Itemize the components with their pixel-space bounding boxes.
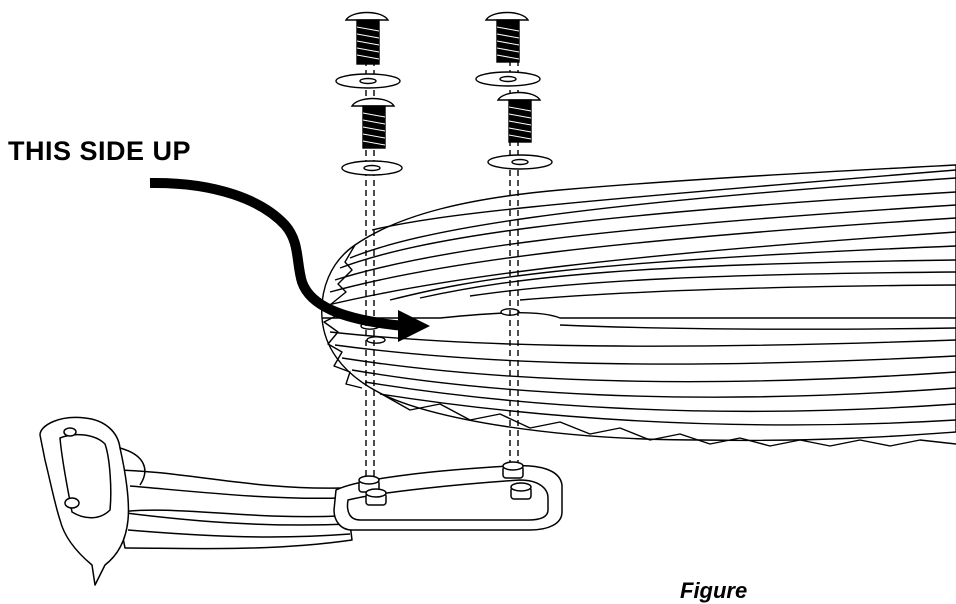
screw-icon xyxy=(484,11,530,63)
figure-label: Figure xyxy=(680,578,748,603)
screw-icon xyxy=(496,91,542,143)
saddle xyxy=(321,164,956,447)
washer-icon xyxy=(487,154,553,170)
arrow-icon xyxy=(149,177,430,342)
washer-icon xyxy=(341,160,403,176)
screw-icon xyxy=(350,97,396,149)
screw-icon xyxy=(344,11,390,65)
seat-bracket xyxy=(39,416,563,586)
washer-icon xyxy=(335,73,401,89)
assembly-diagram xyxy=(39,11,956,586)
this-side-up-label: THIS SIDE UP xyxy=(8,136,192,166)
washer-icon xyxy=(475,71,541,87)
